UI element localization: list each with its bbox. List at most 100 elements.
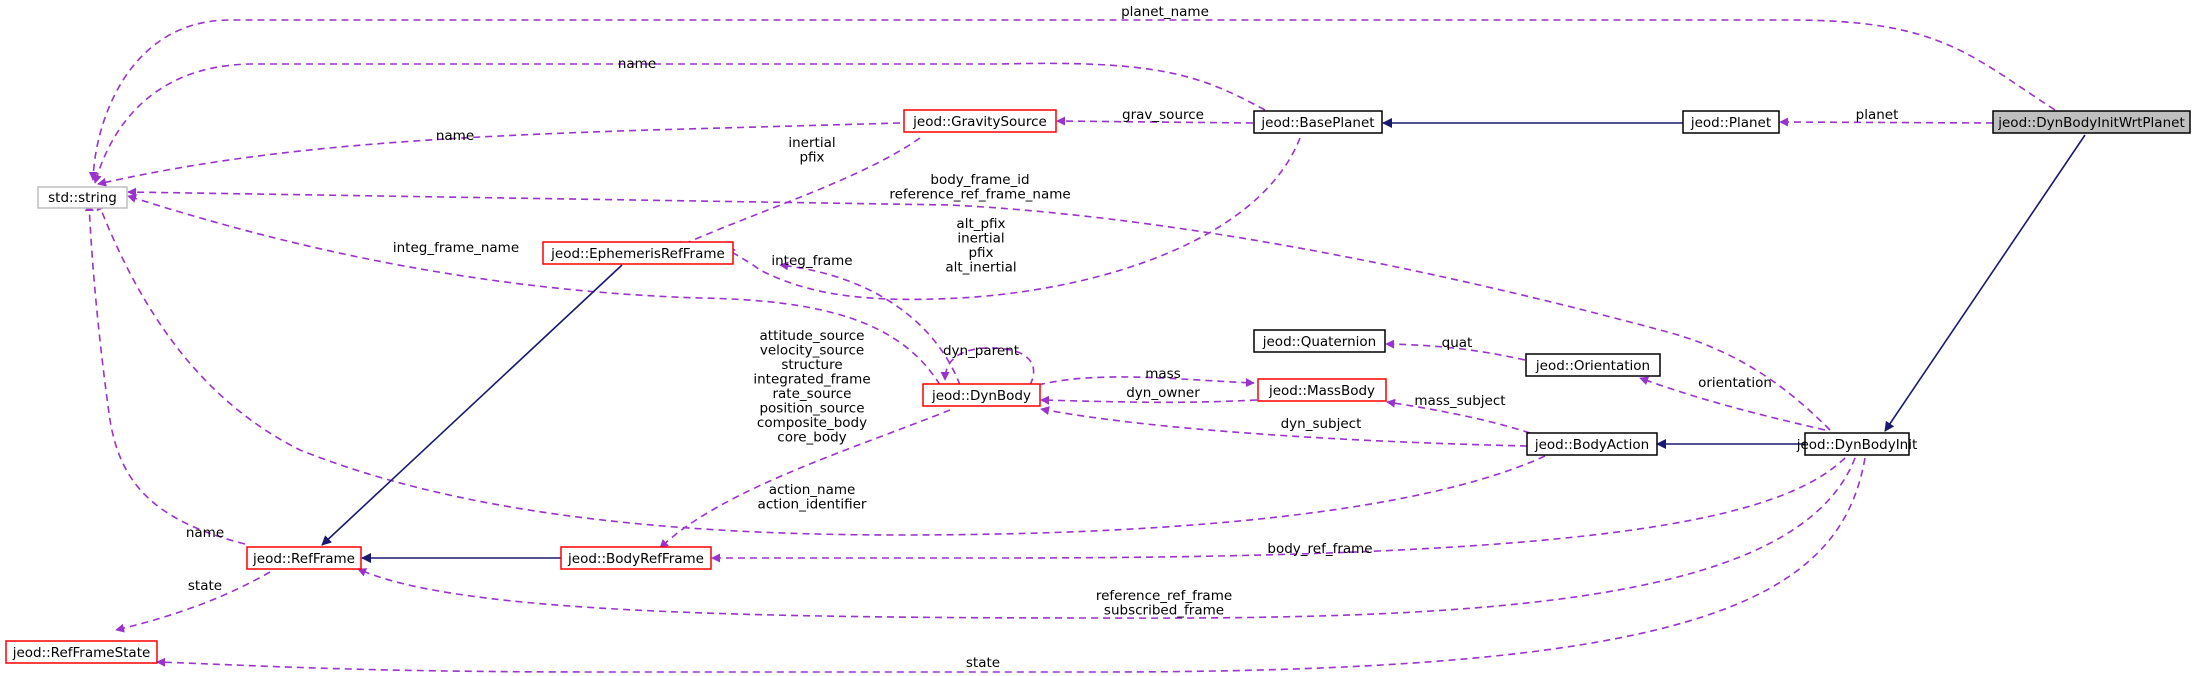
edge-grav-source <box>1056 116 1254 126</box>
label-dyn-subject: dyn_subject <box>1281 416 1362 432</box>
node-mass-body-label: jeod::MassBody <box>1268 383 1375 399</box>
edge-label-line: structure <box>781 357 842 373</box>
label-dbi-state: state <box>966 655 1000 671</box>
edge-eph-inherits-ref-frame <box>321 264 623 546</box>
edge-label-line: alt_inertial <box>945 260 1016 276</box>
edge-ref-frame-name <box>84 202 246 545</box>
edge-grav-eph <box>674 137 921 249</box>
edge-init-wrt-planet-inherits-dyn-body-init <box>1884 134 2086 432</box>
edge-integ-frame-name <box>127 194 941 386</box>
edge-dyn-subject <box>1040 406 1528 447</box>
edge-body-action-string <box>96 201 1546 536</box>
edge-label-line: dyn_owner <box>1126 385 1200 401</box>
node-base-planet[interactable]: jeod::BasePlanet <box>1253 110 1383 134</box>
node-quaternion[interactable]: jeod::Quaternion <box>1253 329 1386 353</box>
edge-base-planet-name <box>92 62 1266 184</box>
node-base-planet-label: jeod::BasePlanet <box>1260 115 1374 131</box>
node-body-ref-frame-label: jeod::BodyRefFrame <box>567 551 704 567</box>
edge-label-line: grav_source <box>1122 107 1204 123</box>
edge-label-line: velocity_source <box>760 343 864 359</box>
node-planet[interactable]: jeod::Planet <box>1682 110 1780 134</box>
label-grav-source: grav_source <box>1122 107 1204 123</box>
edge-base-eph <box>726 137 1301 301</box>
edge-integ-frame <box>779 261 961 386</box>
edge-rf-state <box>115 571 271 633</box>
node-orientation-label: jeod::Orientation <box>1535 358 1650 374</box>
edge-label-line: subscribed_frame <box>1104 603 1224 619</box>
label-rf-state: state <box>188 578 222 594</box>
edge-label-line: alt_pfix <box>956 216 1005 232</box>
label-base-planet-name: name <box>618 56 656 72</box>
node-ephemeris-ref-frame-label: jeod::EphemerisRefFrame <box>550 246 725 262</box>
node-orientation[interactable]: jeod::Orientation <box>1525 353 1661 377</box>
node-gravity-source-label: jeod::GravitySource <box>912 114 1047 130</box>
node-dyn-body-init-wrt-planet[interactable]: jeod::DynBodyInitWrtPlanet <box>1992 110 2191 134</box>
node-body-ref-frame[interactable]: jeod::BodyRefFrame <box>560 546 712 570</box>
edge-label-line: pfix <box>968 245 993 261</box>
edge-label-line: planet_name <box>1121 4 1209 20</box>
node-dyn-body-label: jeod::DynBody <box>931 388 1031 404</box>
edge-label-line: name <box>618 56 656 72</box>
label-integ-frame-name: integ_frame_name <box>393 240 519 256</box>
node-dyn-body-init-wrt-planet-label: jeod::DynBodyInitWrtPlanet <box>1997 115 2185 131</box>
edge-gravity-source-name <box>97 122 901 187</box>
edge-label-line: dyn_parent <box>943 343 1019 359</box>
node-ref-frame-state[interactable]: jeod::RefFrameState <box>5 640 158 664</box>
edge-label-line: action_name <box>769 482 856 498</box>
node-body-action[interactable]: jeod::BodyAction <box>1526 432 1658 456</box>
edge-label-line: inertial <box>957 231 1004 247</box>
edge-label-line: orientation <box>1698 375 1772 391</box>
edge-label-line: mass <box>1145 366 1181 382</box>
label-gravity-source-name: name <box>436 128 474 144</box>
edge-label-line: reference_ref_frame <box>1096 588 1232 604</box>
edge-label-line: state <box>966 655 1000 671</box>
node-dyn-body-init-label: jeod::DynBodyInit <box>1796 437 1918 453</box>
edge-label-line: action_identifier <box>758 497 867 513</box>
node-mass-body[interactable]: jeod::MassBody <box>1257 378 1387 402</box>
edge-label-line: name <box>436 128 474 144</box>
edges <box>84 19 2086 673</box>
edge-dyn-owner <box>1040 395 1258 405</box>
node-dyn-body-init[interactable]: jeod::DynBodyInit <box>1796 432 1918 456</box>
edge-label-line: state <box>188 578 222 594</box>
node-std-string[interactable]: std::string <box>37 186 128 209</box>
edge-label-line: core_body <box>777 430 846 446</box>
node-body-action-label: jeod::BodyAction <box>1534 437 1649 453</box>
label-orientation: orientation <box>1698 375 1772 391</box>
edge-label-line: composite_body <box>757 415 867 431</box>
edge-label-line: name <box>186 525 224 541</box>
edge-label-line: pfix <box>799 150 824 166</box>
node-gravity-source[interactable]: jeod::GravitySource <box>903 109 1057 133</box>
edge-label-line: attitude_source <box>760 328 865 344</box>
label-dyn-parent: dyn_parent <box>943 343 1019 359</box>
edge-label-line: mass_subject <box>1414 393 1505 409</box>
label-body-ref-frame: body_ref_frame <box>1267 541 1372 557</box>
edge-label-line: rate_source <box>772 386 851 402</box>
node-quaternion-label: jeod::Quaternion <box>1262 334 1376 350</box>
edge-label-line: inertial <box>788 135 835 151</box>
node-planet-label: jeod::Planet <box>1690 115 1771 131</box>
edge-ref-frame-sub <box>357 457 1856 619</box>
node-ephemeris-ref-frame[interactable]: jeod::EphemerisRefFrame <box>542 241 734 265</box>
edge-label-line: planet <box>1856 107 1899 123</box>
edge-dyn-brf <box>659 409 951 549</box>
node-dyn-body[interactable]: jeod::DynBody <box>922 383 1041 407</box>
node-std-string-label: std::string <box>48 190 117 206</box>
edge-planet-name <box>88 19 2056 181</box>
edge-dyn-body-init-string <box>127 187 1831 431</box>
node-ref-frame[interactable]: jeod::RefFrame <box>246 546 362 570</box>
edge-dbi-state <box>156 457 1866 673</box>
nodes: std::string jeod::DynBodyInitWrtPlanet j… <box>5 109 2191 664</box>
edge-label-line: dyn_subject <box>1281 416 1362 432</box>
label-mass: mass <box>1145 366 1181 382</box>
node-ref-frame-state-label: jeod::RefFrameState <box>12 645 151 661</box>
label-quat: quat <box>1442 335 1473 351</box>
label-mass-subject: mass_subject <box>1414 393 1505 409</box>
edge-label-line: position_source <box>759 401 864 417</box>
